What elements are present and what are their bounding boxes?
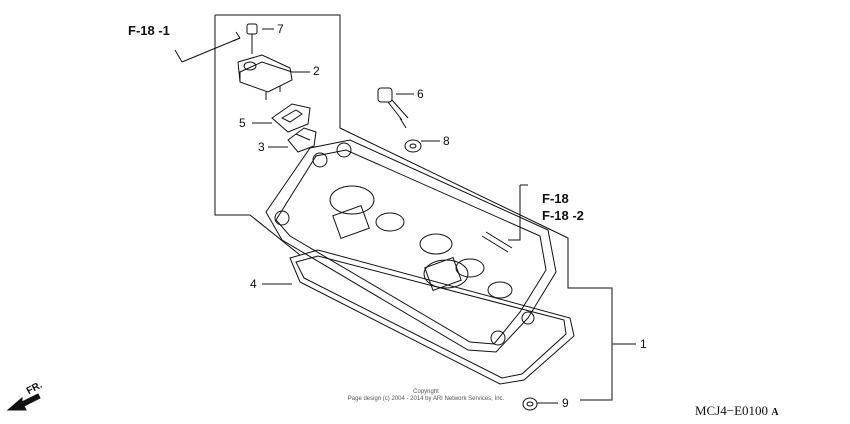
copyright-line-1: Copyright: [413, 389, 439, 395]
diagram-code-text: MCJ4−E0100: [695, 403, 769, 418]
seal-5: [271, 103, 311, 133]
part-number-4[interactable]: 4: [250, 277, 257, 291]
part-number-8[interactable]: 8: [443, 134, 450, 148]
ignition-coil-2: [237, 54, 293, 100]
ref-f18-2[interactable]: F-18 -2: [542, 208, 584, 223]
front-arrow: [6, 393, 41, 411]
diagram-code: MCJ4−E0100 A: [695, 403, 779, 419]
bracket-left: [214, 15, 301, 256]
part-number-9[interactable]: 9: [562, 396, 569, 410]
bolt-7: [246, 23, 258, 54]
part-number-7[interactable]: 7: [277, 22, 284, 36]
part-number-2[interactable]: 2: [313, 64, 320, 78]
part-number-3[interactable]: 3: [258, 140, 265, 154]
copyright-notice: Copyright Page design (c) 2004 - 2014 by…: [336, 389, 516, 403]
bracket-frame: [215, 14, 613, 401]
cylinder-head-cover-1: [265, 139, 557, 353]
ref-f18-1[interactable]: F-18 -1: [128, 23, 170, 38]
washer-8: [404, 139, 422, 153]
part-number-5[interactable]: 5: [239, 116, 246, 130]
grommet-3: [287, 127, 317, 153]
part-number-1[interactable]: 1: [640, 337, 647, 351]
part-number-6[interactable]: 6: [417, 87, 424, 101]
gasket-4: [289, 249, 575, 385]
copyright-line-2: Page design (c) 2004 - 2014 by ARI Netwo…: [347, 396, 505, 402]
seal-washer-9: [522, 397, 538, 411]
diagram-code-suffix: A: [771, 407, 779, 418]
bolt-6: [377, 87, 409, 129]
ref-f18[interactable]: F-18: [542, 191, 569, 206]
